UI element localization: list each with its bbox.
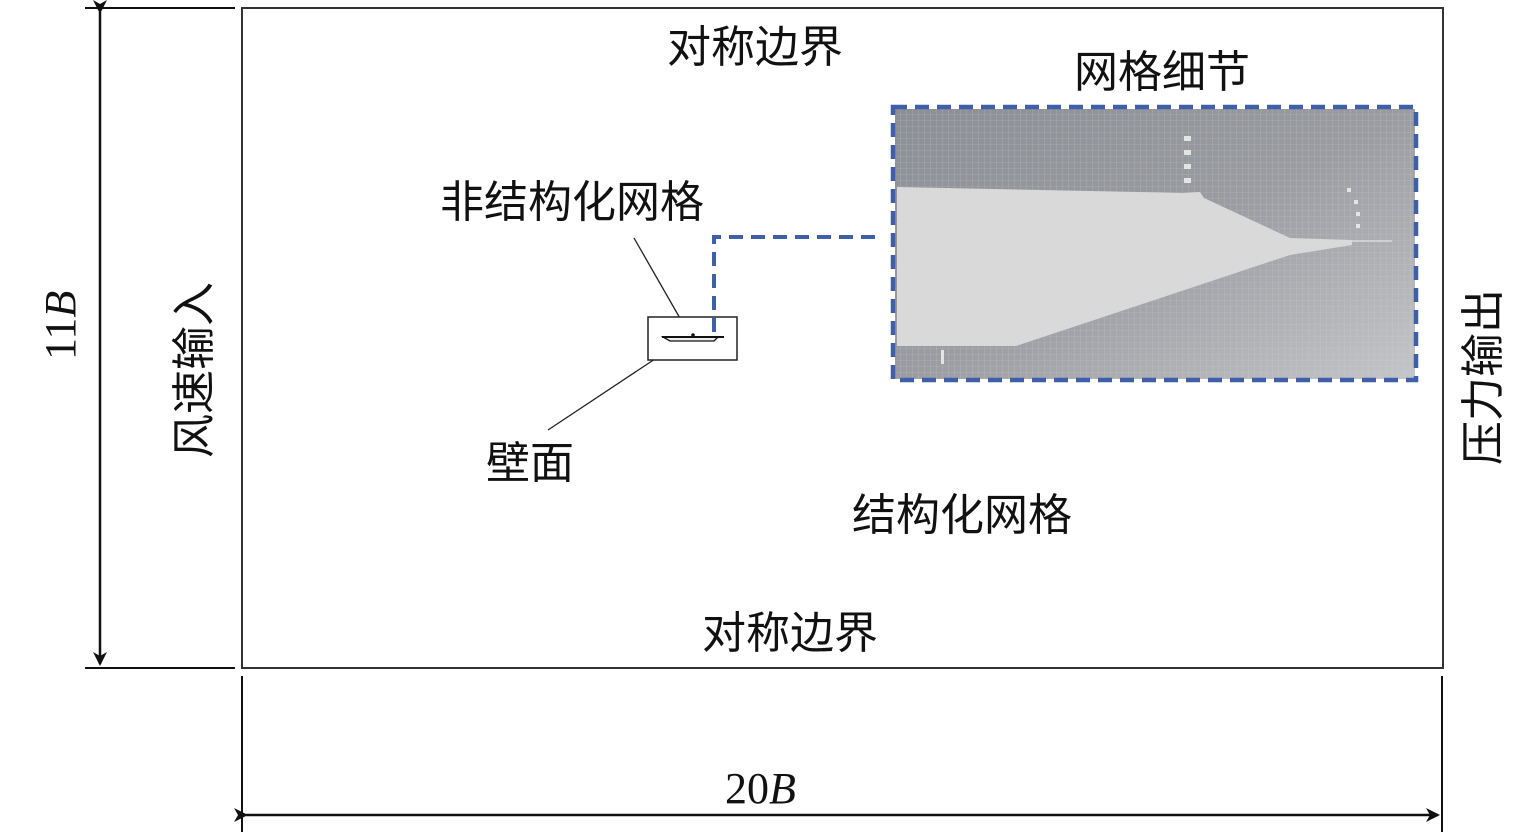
- bridge-deck-icon: [660, 333, 724, 342]
- width-dimension: 20B: [234, 676, 1443, 832]
- outlet-label: 压力输出: [1458, 289, 1509, 465]
- domain-boundary: [241, 7, 1444, 669]
- height-dimension: 11B: [36, 0, 235, 669]
- mesh-detail-inset: [890, 104, 1419, 383]
- mesh-detail-label: 网格细节: [1074, 47, 1250, 98]
- wall-label: 壁面: [486, 438, 574, 489]
- bottom-boundary-label: 对称边界: [702, 608, 878, 659]
- wall-leader-line: [547, 348, 671, 431]
- height-label: 11B: [36, 291, 85, 360]
- unstructured-mesh-label: 非结构化网格: [440, 177, 704, 228]
- width-label: 20B: [725, 764, 796, 813]
- mesh-detail-border: [890, 104, 1419, 383]
- deck-section-shape: [897, 187, 1352, 346]
- top-boundary-label: 对称边界: [667, 22, 843, 73]
- unstructured-leader-line: [633, 237, 682, 321]
- detail-connector-line: [712, 235, 877, 332]
- inlet-label: 风速输入: [169, 282, 220, 458]
- structured-mesh-label: 结构化网格: [852, 490, 1072, 541]
- railing-posts: [1184, 136, 1360, 228]
